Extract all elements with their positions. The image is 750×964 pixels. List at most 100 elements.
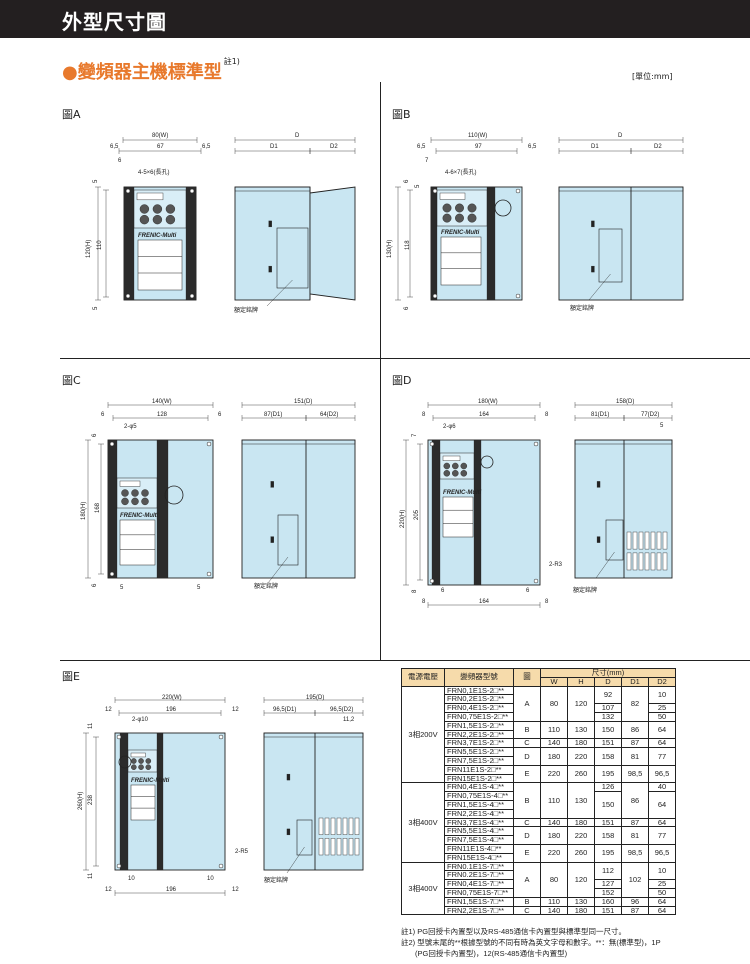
table-cell: 160 — [594, 896, 622, 907]
table-cell: E — [513, 764, 541, 784]
keypad-button-icon — [452, 462, 459, 470]
mounting-hole-icon — [429, 441, 435, 447]
vent-slot-icon — [342, 838, 348, 856]
keypad-button-icon — [455, 203, 464, 213]
table-cell: 64 — [648, 905, 676, 916]
dim-width: 80(W) — [152, 133, 168, 139]
model-cell: FRN11E1S-4□** — [444, 843, 514, 854]
keypad-button-icon — [467, 203, 477, 213]
dim-bottom-margin: 11 — [88, 872, 94, 879]
mounting-hole-icon — [125, 293, 131, 299]
table-cell: 96 — [621, 896, 649, 907]
vent-slot-icon — [318, 838, 324, 856]
dim-side-offset: 11,2 — [343, 717, 355, 723]
display-window — [442, 455, 461, 461]
dim-d2: 77(D2) — [641, 412, 659, 418]
dim-top-margin: 7 — [412, 433, 418, 437]
keypad-button-icon — [131, 497, 139, 506]
side-view-body — [574, 439, 673, 579]
table-cell: 80 — [540, 685, 568, 722]
row-divider — [60, 358, 750, 359]
dim-left-margin: 6,5 — [110, 144, 119, 150]
vent-slot-icon — [342, 817, 348, 835]
nameplate — [296, 819, 313, 856]
dim-top-margin: 6 — [92, 433, 98, 437]
drawing-line — [266, 279, 293, 307]
drawing-line — [267, 556, 289, 584]
keypad-button-icon — [165, 204, 176, 214]
keypad-button-icon — [131, 758, 137, 764]
figure-a-label: 圖A — [62, 108, 81, 121]
dim-bottom-left: 6 — [441, 588, 445, 594]
cooling-fan-icon — [164, 485, 184, 505]
vent-slot-icon — [354, 817, 360, 835]
header-h: H — [567, 676, 595, 687]
mounting-slot — [268, 265, 272, 273]
brand-logo: FRENIC-Multi — [441, 230, 480, 236]
dim-right-margin: 6,5 — [528, 144, 537, 150]
vent-slot-icon — [330, 838, 336, 856]
table-cell: 81 — [621, 747, 649, 766]
mounting-hole-icon — [116, 734, 122, 740]
figure-d-dimensions: 180(W) 8 164 8 2-φ6 7 220(H) 205 8 2-R3 … — [400, 399, 664, 605]
dim-left-margin: 12 — [105, 707, 112, 713]
dim-d1: 96,5(D1) — [273, 707, 296, 713]
keypad-button-icon — [443, 462, 451, 470]
header-d: D — [594, 676, 622, 687]
model-cell: FRN15E1S-4□** — [444, 852, 514, 863]
front-panel-stripe — [156, 732, 164, 871]
vent-slot-icon — [662, 531, 668, 550]
table-cell: 77 — [648, 826, 676, 845]
dim-pitch: 164 — [479, 412, 490, 418]
table-cell: 92 — [594, 685, 622, 705]
header-voltage: 電源電壓 — [401, 668, 445, 687]
dim-width: 220(W) — [162, 695, 182, 701]
dim-depth: D — [618, 133, 623, 139]
dim-pitch: 97 — [475, 144, 482, 150]
drawing-line — [286, 846, 305, 874]
model-cell: FRN2,2E1S-4□** — [444, 808, 514, 819]
table-cell: 10 — [648, 861, 676, 881]
front-panel-stripe — [473, 439, 482, 586]
dim-d1: 87(D1) — [264, 412, 282, 418]
figure-e-label: 圖E — [62, 670, 80, 683]
dim-height: 180(H) — [81, 502, 87, 520]
table-cell: 140 — [540, 738, 568, 749]
dim-pitch-v: 168 — [95, 502, 101, 513]
table-cell: 64 — [648, 720, 676, 740]
table-cell: C — [513, 905, 541, 916]
table-cell: 180 — [540, 747, 568, 766]
dim-pitch: 67 — [157, 144, 164, 150]
table-cell: 96,5 — [648, 764, 676, 784]
mounting-slot — [596, 536, 601, 543]
table-cell: 80 — [540, 861, 568, 898]
footnotes: 註1) PG回授卡內置型以及RS-485通信卡內置型與標準型同一尺寸。 註2) … — [401, 926, 661, 959]
mounting-slot — [268, 220, 272, 228]
side-view-terminal-cover — [309, 186, 356, 301]
dim-bottom-right: 6 — [526, 588, 530, 594]
dim-depth: D — [295, 133, 300, 139]
table-cell: B — [513, 720, 541, 740]
keypad-button-icon — [460, 462, 468, 470]
dim-bottom-left: 10 — [128, 876, 135, 882]
table-cell: 130 — [567, 896, 595, 907]
vent-slot-icon — [330, 817, 336, 835]
vent-slot-icon — [656, 531, 662, 550]
dim-d2: D2 — [330, 144, 338, 150]
table-cell: 260 — [567, 843, 595, 863]
vent-slot-icon — [650, 531, 656, 550]
label-panel — [440, 236, 482, 286]
figure-b-label: 圖B — [392, 108, 411, 121]
nameplate — [598, 228, 623, 283]
mounting-hole-icon — [429, 578, 435, 584]
dim-depth: 195(D) — [306, 695, 324, 701]
table-cell: 82 — [621, 685, 649, 722]
table-cell: 220 — [540, 843, 568, 863]
dim-bottom-pitch: 196 — [166, 887, 177, 893]
